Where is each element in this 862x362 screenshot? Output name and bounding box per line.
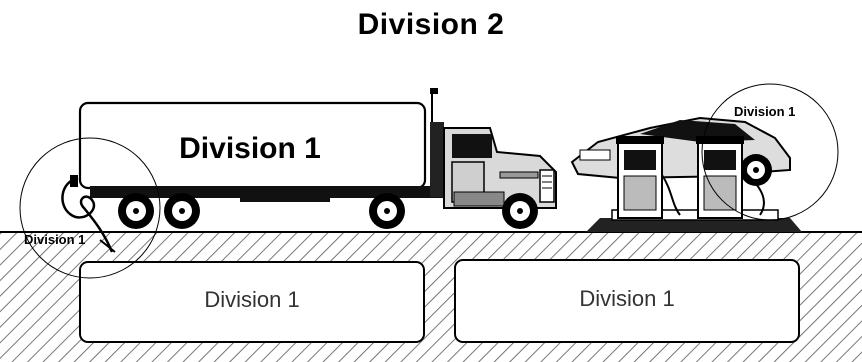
underground-box-right	[454, 259, 800, 343]
underground-label-right: Division 1	[579, 286, 675, 311]
underground-box-left	[79, 261, 425, 343]
trailer-zone-label: Division 1	[179, 132, 321, 165]
hose-zone-circle	[19, 137, 161, 279]
fuel-dispenser-icon	[586, 136, 802, 232]
car-zone-circle	[701, 83, 839, 221]
tanker-truck-icon	[78, 88, 557, 229]
ground-marker	[99, 239, 116, 253]
car-icon	[570, 116, 791, 186]
diagram-title: Division 2	[357, 8, 505, 41]
car-zone-label: Division 1	[734, 104, 796, 119]
underground-label-left: Division 1	[204, 287, 300, 312]
hose-icon	[61, 175, 114, 253]
hose-zone-label: Division 1	[24, 232, 86, 247]
